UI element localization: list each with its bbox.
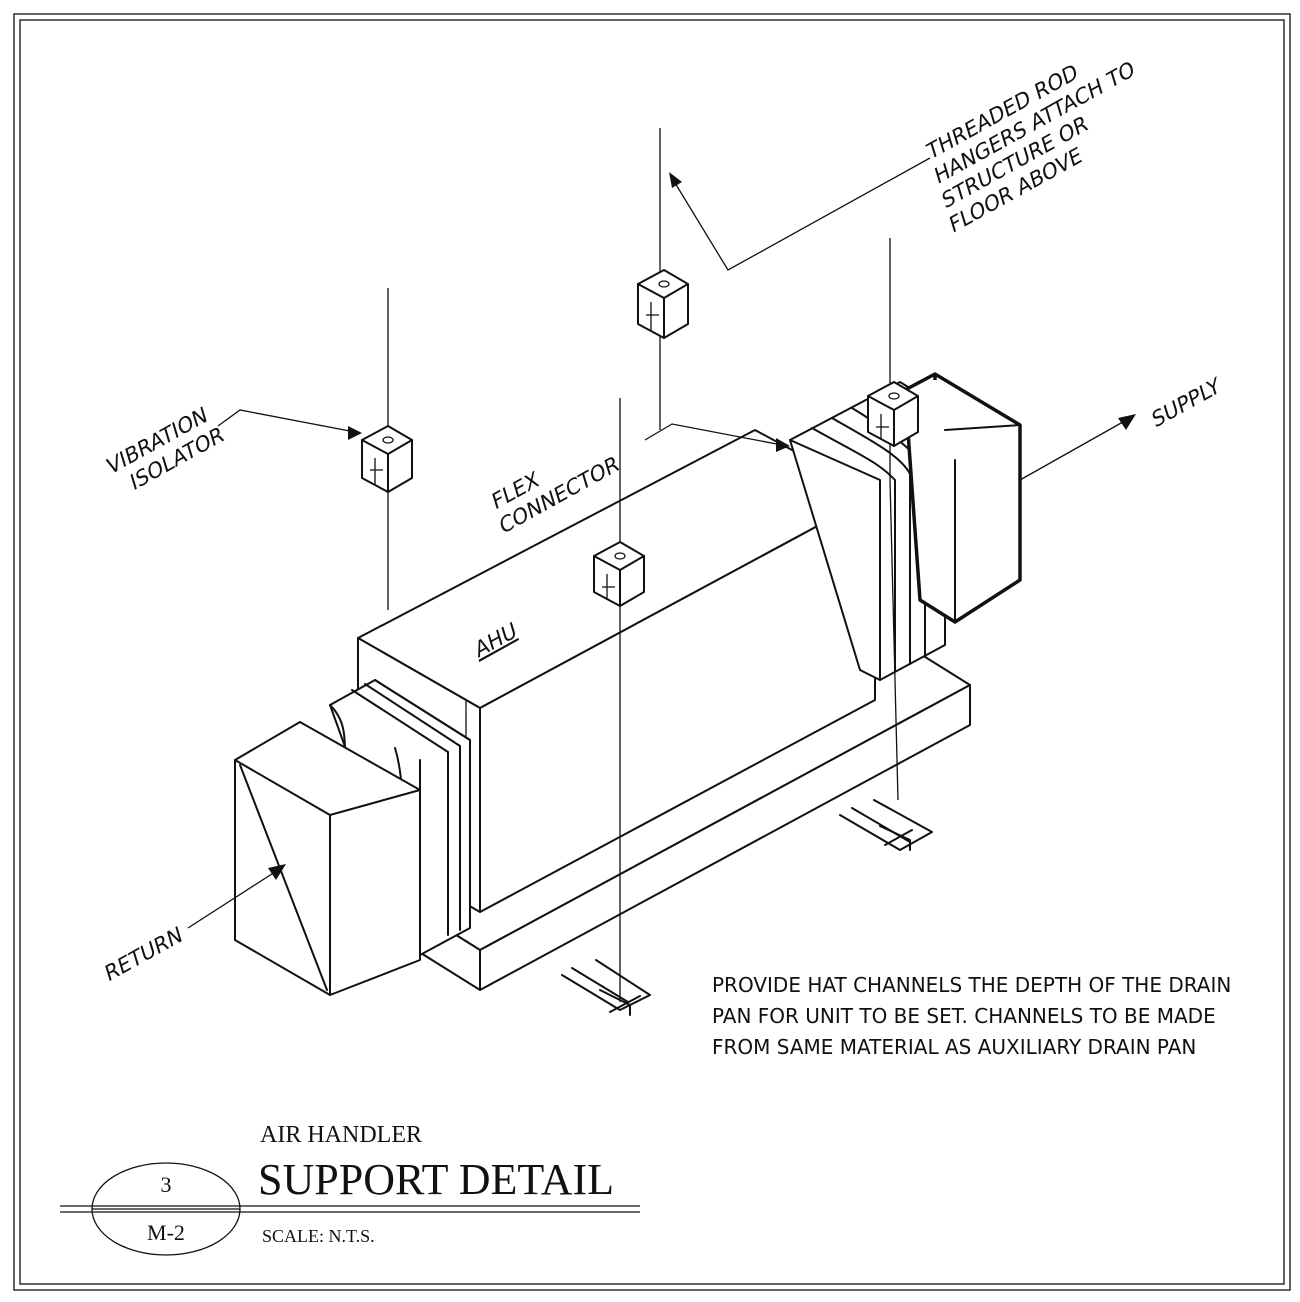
leader-threaded-rod bbox=[669, 157, 931, 271]
supply-arrow bbox=[1019, 414, 1136, 481]
vibration-isolator-3 bbox=[593, 541, 645, 607]
drawing-title: SUPPORT DETAIL bbox=[258, 1155, 614, 1204]
return-label: RETURN bbox=[102, 922, 185, 988]
sheet-border bbox=[13, 13, 1291, 1291]
detail-number: 3 bbox=[161, 1172, 172, 1197]
leader-vibration-isolator bbox=[217, 409, 362, 440]
return-duct bbox=[234, 721, 421, 996]
vibration-isolator-2 bbox=[637, 269, 689, 339]
return-arrow bbox=[187, 864, 286, 929]
vibration-isolator-1 bbox=[361, 425, 413, 493]
supply-duct bbox=[903, 372, 1022, 624]
drawing-scale: SCALE: N.T.S. bbox=[262, 1226, 375, 1246]
hat-channel-rear bbox=[839, 799, 933, 851]
vibration-isolator-4 bbox=[867, 381, 919, 447]
leader-flex-connector bbox=[644, 423, 790, 452]
vibration-isolator-label: VIBRATION ISOLATOR bbox=[104, 397, 227, 505]
threaded-rod-label: THREADED ROD HANGERS ATTACH TO STRUCTURE… bbox=[924, 28, 1159, 239]
supply-label: SUPPLY bbox=[1149, 373, 1223, 434]
drawing-subtitle: AIR HANDLER bbox=[260, 1122, 422, 1148]
hat-channel-note: PROVIDE HAT CHANNELS THE DEPTH OF THE DR… bbox=[712, 973, 1238, 1059]
title-block bbox=[60, 1162, 640, 1256]
hat-channel-front bbox=[561, 959, 651, 1016]
sheet-number: M-2 bbox=[147, 1220, 185, 1245]
